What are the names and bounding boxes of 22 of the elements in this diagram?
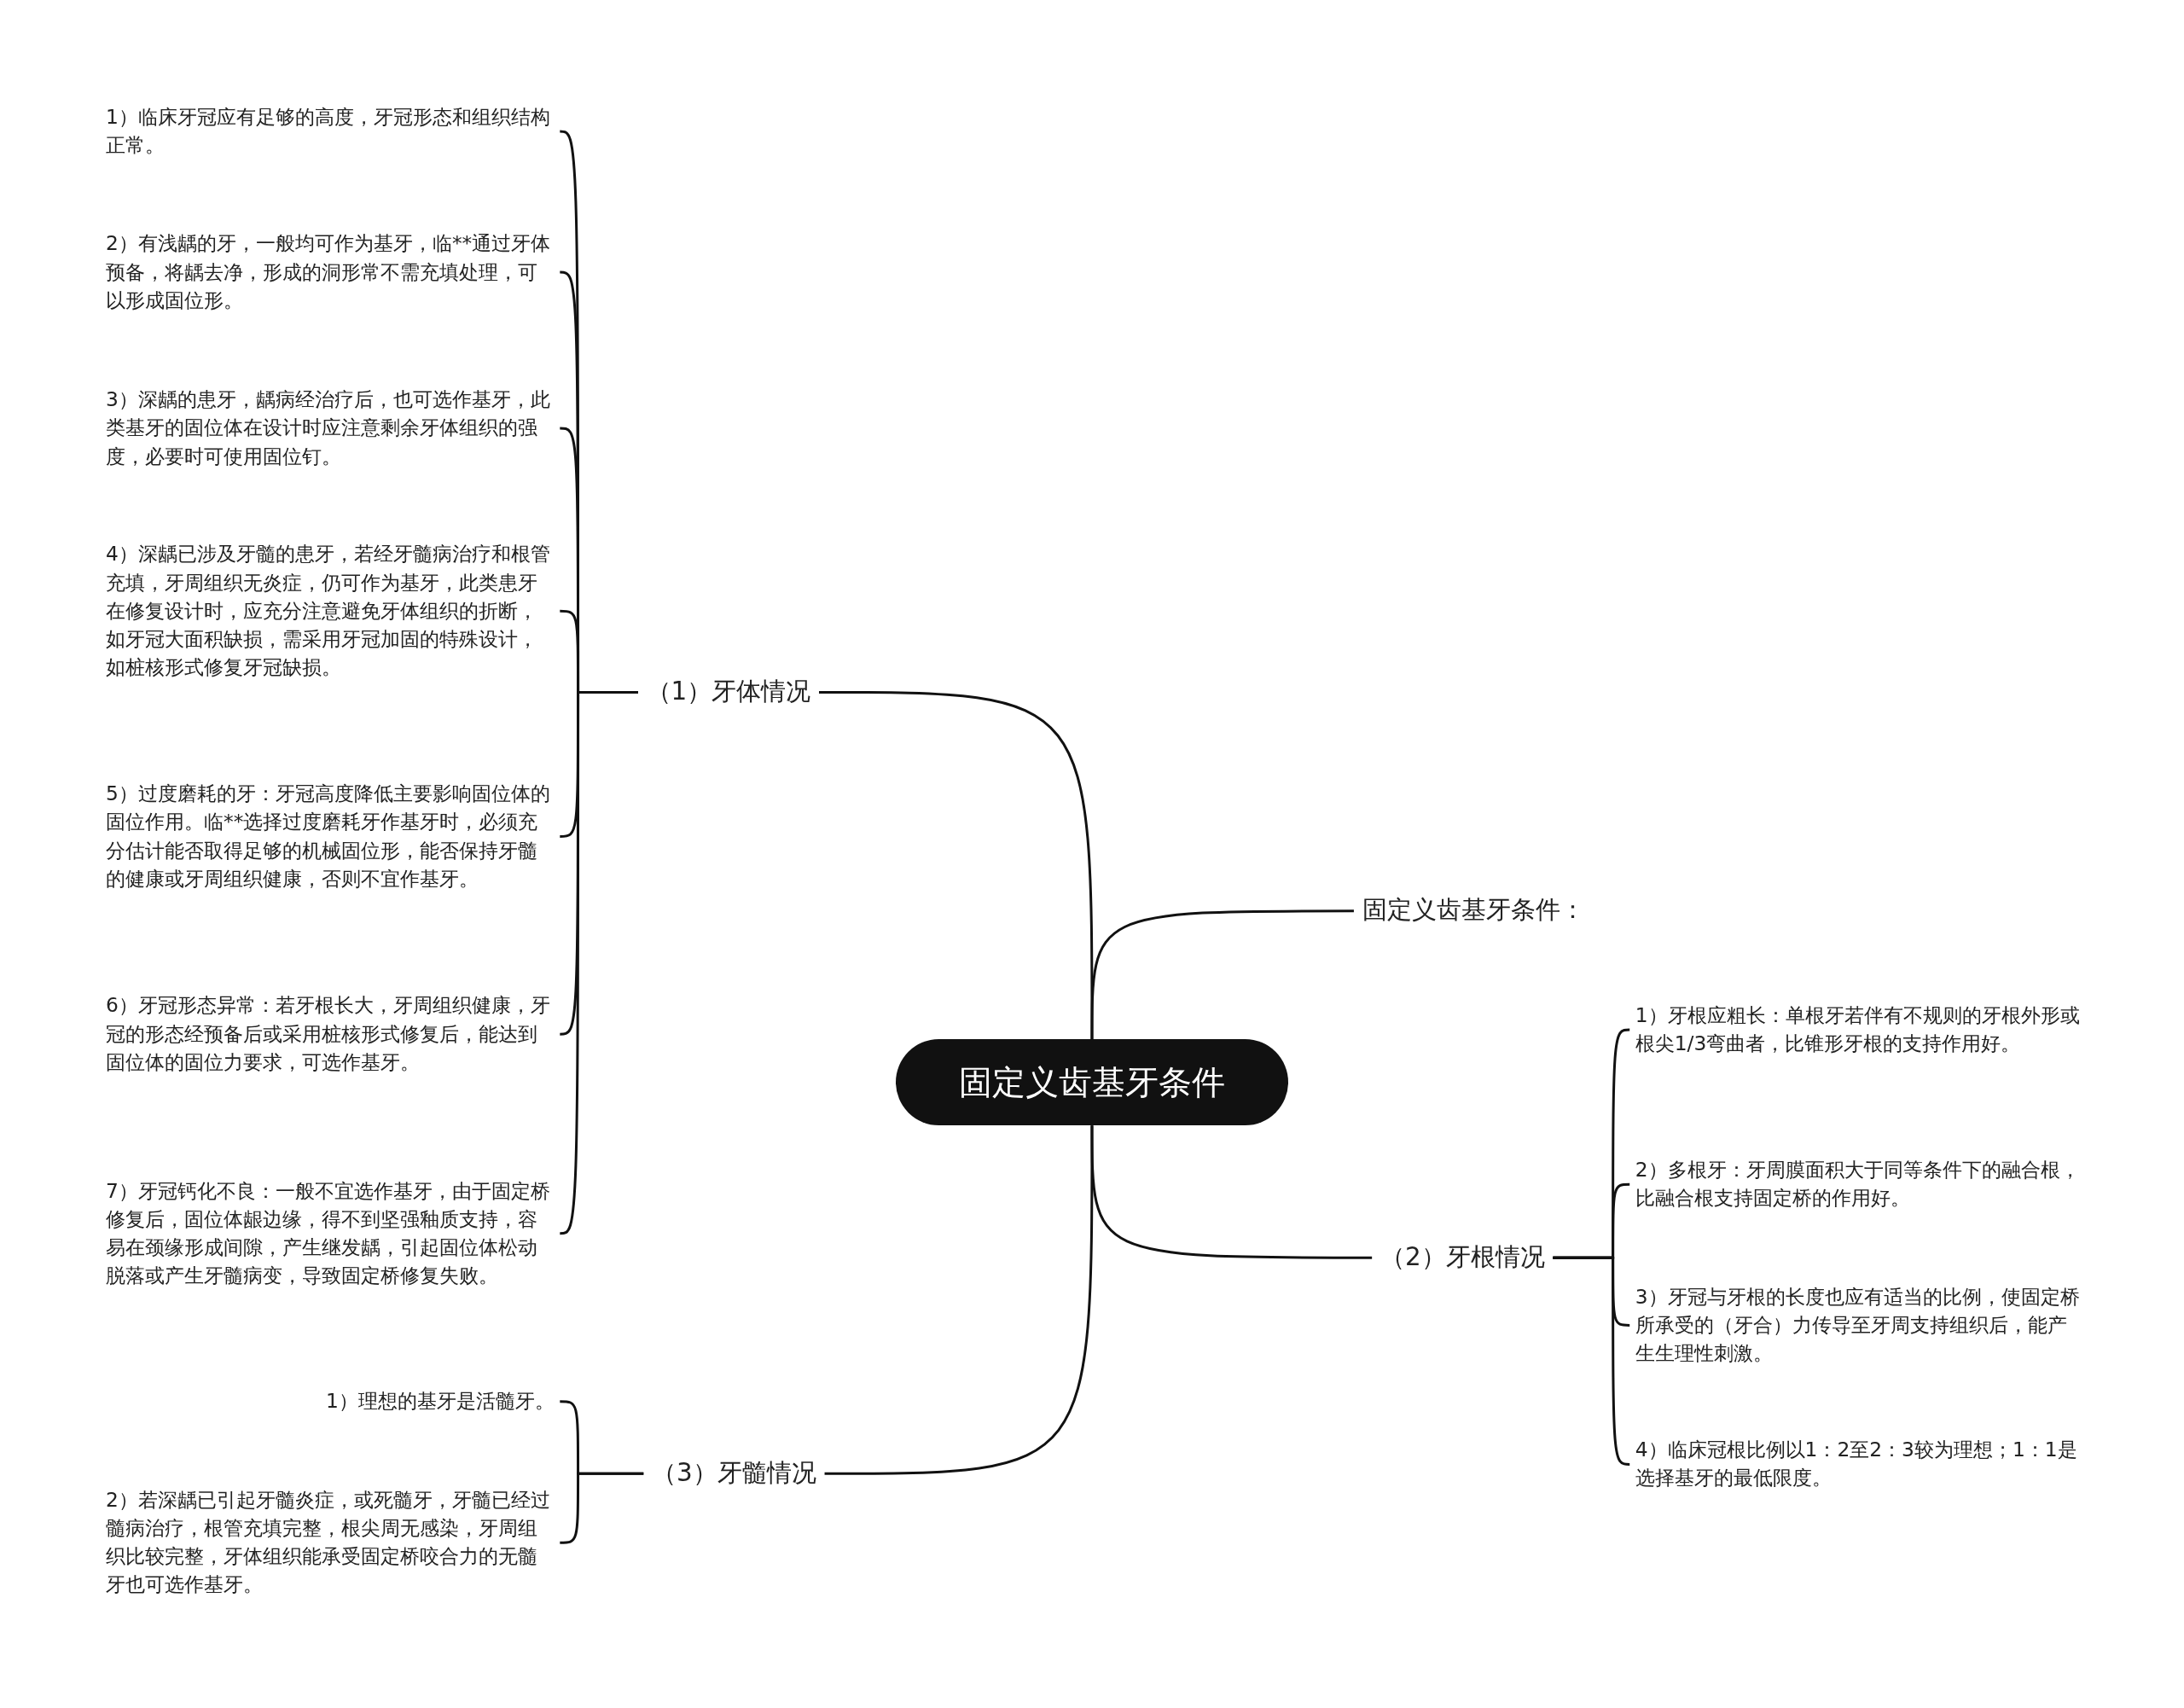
branch-label: （3）牙髓情况 <box>643 1450 825 1496</box>
note-text: 7）牙冠钙化不良：一般不宜选作基牙，由于固定桥修复后，固位体龈边缘，得不到坚强釉质支持，容易在颈缘形成间隙，产生继发龋，引起固位体松动脱落或产生牙髓病变，导致固定桥修复失败。 <box>100 1176 561 1291</box>
note-text: 1）牙根应粗长：单根牙若伴有不规则的牙根外形或根尖1/3弯曲者，比锥形牙根的支持作用好。 <box>1629 1001 2089 1059</box>
branch-label: 固定义齿基牙条件： <box>1353 888 1594 934</box>
note-text: 6）牙冠形态异常：若牙根长大，牙周组织健康，牙冠的形态经预备后或采用桩核形式修复后，能达到固位体的固位力要求，可选作基牙。 <box>100 991 561 1077</box>
central-topic-pill: 固定义齿基牙条件 <box>895 1038 1289 1126</box>
branch-label: （2）牙根情况 <box>1372 1235 1554 1281</box>
note-text: 3）牙冠与牙根的长度也应有适当的比例，使固定桥所承受的（牙合）力传导至牙周支持组织后，能产生生理性刺激。 <box>1629 1282 2089 1368</box>
note-text: 4）临床冠根比例以1：2至2：3较为理想；1：1是选择基牙的最低限度。 <box>1629 1436 2089 1493</box>
note-text: 4）深龋已涉及牙髓的患牙，若经牙髓病治疗和根管充填，牙周组织无炎症，仍可作为基牙，此类患牙在修复设计时，应充分注意避免牙体组织的折断，如牙冠大面积缺损，需采用牙冠加固的特殊设计，如桩核形式修复牙冠缺损。 <box>100 540 561 683</box>
connector-line <box>1090 909 1354 1039</box>
note-text: 2）若深龋已引起牙髓炎症，或死髓牙，牙髓已经过髓病治疗，根管充填完整，根尖周无感染，牙周组织比较完整，牙体组织能承受固定桥咬合力的无髓牙也可选作基牙。 <box>100 1486 561 1600</box>
note-text: 3）深龋的患牙，龋病经治疗后，也可选作基牙，此类基牙的固位体在设计时应注意剩余牙体组织的强度，必要时可使用固位钉。 <box>100 386 561 471</box>
note-text: 1）临床牙冠应有足够的高度，牙冠形态和组织结构正常。 <box>100 102 561 160</box>
connector-line <box>1553 1256 1630 1466</box>
note-text: 2）有浅龋的牙，一般均可作为基牙，临**通过牙体预备，将龋去净，形成的洞形常不需充填处理，可以形成固位形。 <box>100 229 561 315</box>
connector-line <box>824 1125 1094 1475</box>
note-text: 5）过度磨耗的牙：牙冠高度降低主要影响固位体的固位作用。临**选择过度磨耗牙作基牙时，必须充分估计能否取得足够的机械固位形，能否保持牙髓的健康或牙周组织健康，否则不宜作基牙。 <box>100 780 561 893</box>
note-text: 2）多根牙：牙周膜面积大于同等条件下的融合根，比融合根支持固定桥的作用好。 <box>1629 1156 2089 1213</box>
branch-label: （1）牙体情况 <box>637 669 819 715</box>
connector-line <box>559 690 638 1235</box>
note-text: 1）理想的基牙是活髓牙。 <box>100 1387 561 1416</box>
